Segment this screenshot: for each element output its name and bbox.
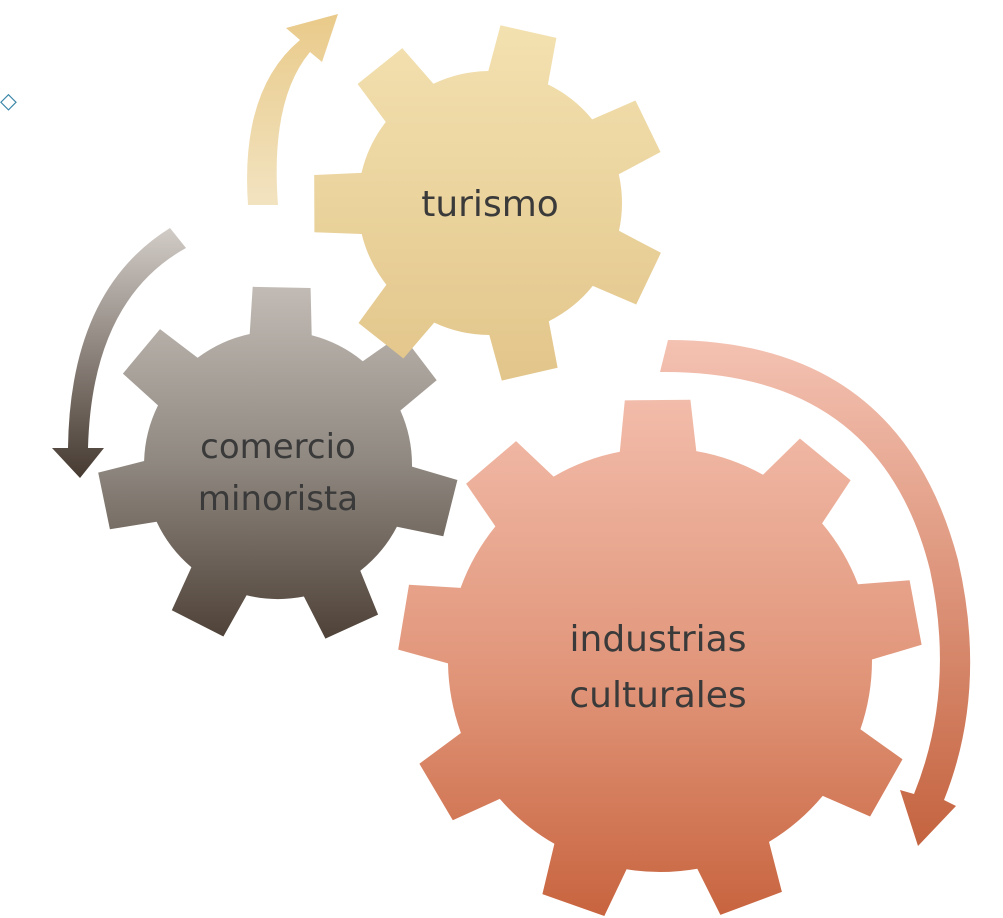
comercio-label-line1: comercio: [200, 427, 356, 467]
comercio-label-line2: minorista: [198, 479, 358, 519]
turismo-gear: [314, 25, 661, 381]
industrias-label-line2: culturales: [569, 675, 746, 716]
industrias-arrow: [660, 340, 971, 846]
corner-diamond-icon: ◇: [0, 89, 17, 114]
industrias-gear: [398, 399, 922, 916]
comercio-arrow: [52, 228, 186, 478]
turismo-arrow: [247, 14, 338, 205]
industrias-label-line1: industrias: [570, 619, 747, 660]
comercio-gear: [98, 286, 458, 639]
turismo-label: turismo: [421, 184, 559, 225]
